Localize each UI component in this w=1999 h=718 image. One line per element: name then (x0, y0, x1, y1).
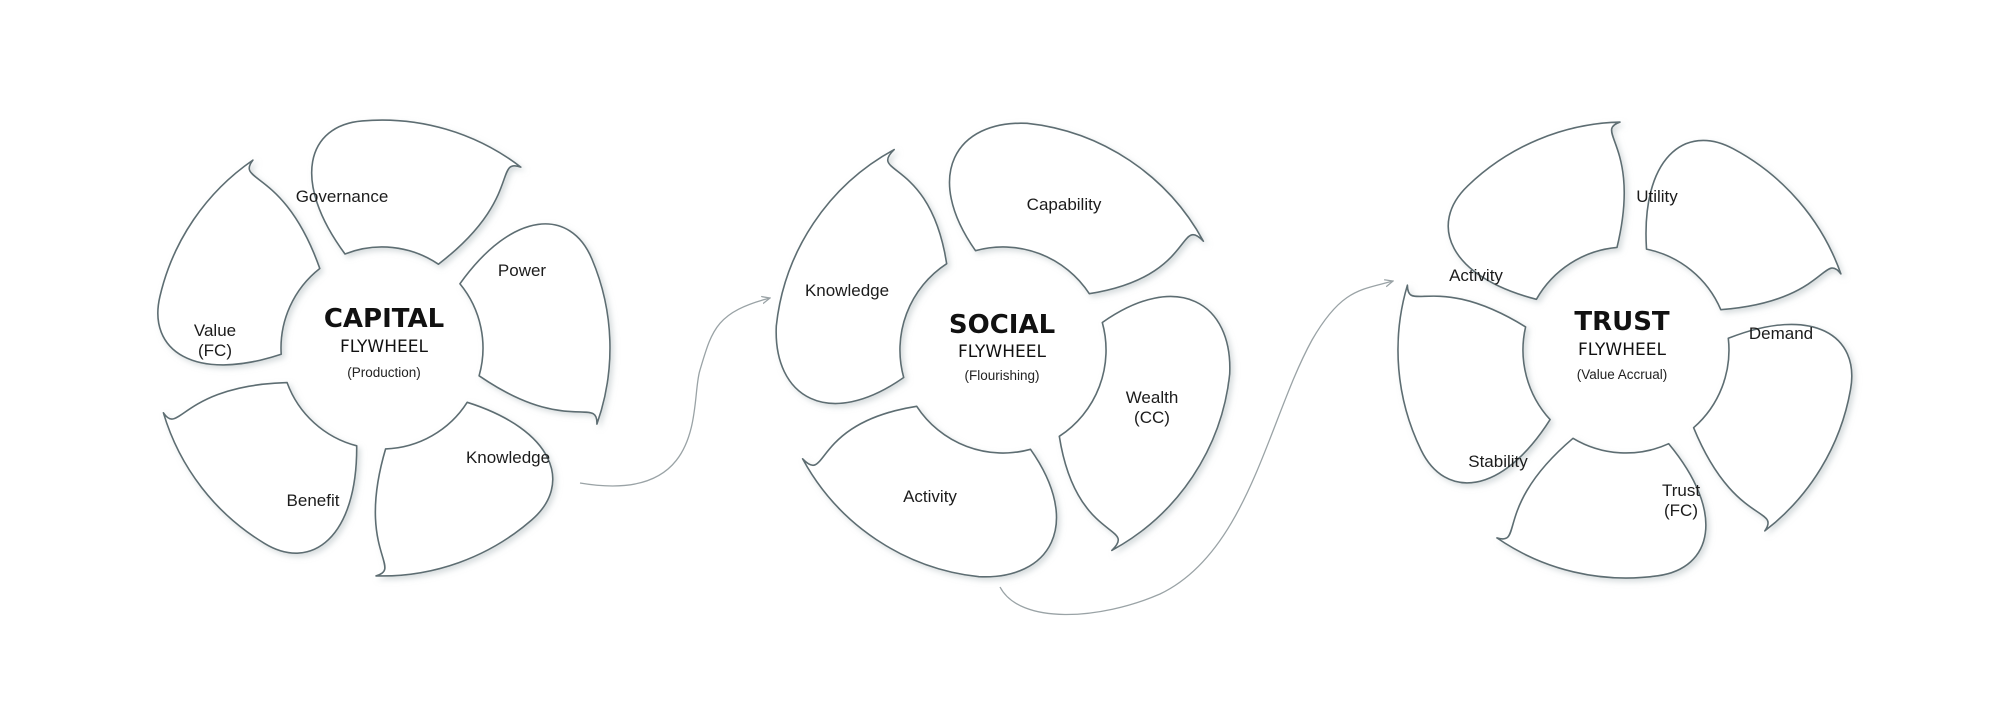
flywheel-segment (1645, 139, 1842, 311)
flywheel-segment (1447, 121, 1626, 301)
segment-label: Stability (1468, 452, 1528, 471)
flywheel-segment (801, 405, 1058, 578)
connector-capital-to-social (579, 298, 770, 487)
segment-label: Capability (1027, 195, 1102, 214)
flywheel-segment (459, 223, 611, 425)
segment-label: Knowledge (805, 281, 889, 300)
flywheel-subtitle: FLYWHEEL (340, 337, 428, 357)
flywheel-segment (310, 119, 522, 265)
flywheel-segment (775, 148, 948, 405)
flywheels-layer: GovernancePowerKnowledgeBenefitValue(FC)… (157, 119, 1853, 579)
connector-social-to-trust (999, 281, 1393, 616)
flywheel-segment (157, 159, 321, 366)
segment-label: (FC) (198, 341, 232, 360)
segment-label: Activity (903, 487, 957, 506)
flywheel-segment (1397, 284, 1551, 484)
connector-layer (579, 281, 1393, 616)
flywheel-segment (1496, 437, 1707, 579)
segment-label: Knowledge (466, 448, 550, 467)
flywheel-title: TRUST (1574, 307, 1670, 337)
flywheel-description: (Production) (347, 365, 421, 380)
flywheel-subtitle: FLYWHEEL (958, 342, 1046, 362)
segment-label: Governance (296, 187, 389, 206)
flywheel-description: (Flourishing) (964, 368, 1039, 383)
segment-label: Activity (1449, 266, 1503, 285)
segment-label: Demand (1749, 324, 1813, 343)
flywheel-title: SOCIAL (949, 310, 1055, 340)
flywheel-segment (374, 401, 554, 577)
flywheel-segment (162, 381, 358, 554)
flywheel-title: CAPITAL (324, 304, 444, 334)
segment-label: (CC) (1134, 408, 1170, 427)
segment-label: Wealth (1126, 388, 1179, 407)
segment-label: Benefit (287, 491, 340, 510)
segment-label: (FC) (1664, 501, 1698, 520)
segment-label: Power (498, 261, 547, 280)
flywheel-segment (1692, 323, 1853, 532)
flywheel-segment (948, 122, 1205, 295)
segment-label: Trust (1662, 481, 1700, 500)
segment-label: Value (194, 321, 236, 340)
flywheel-segment (1058, 295, 1231, 552)
flywheel-description: (Value Accrual) (1577, 367, 1668, 382)
flywheel-subtitle: FLYWHEEL (1578, 340, 1666, 360)
segment-label: Utility (1636, 187, 1678, 206)
